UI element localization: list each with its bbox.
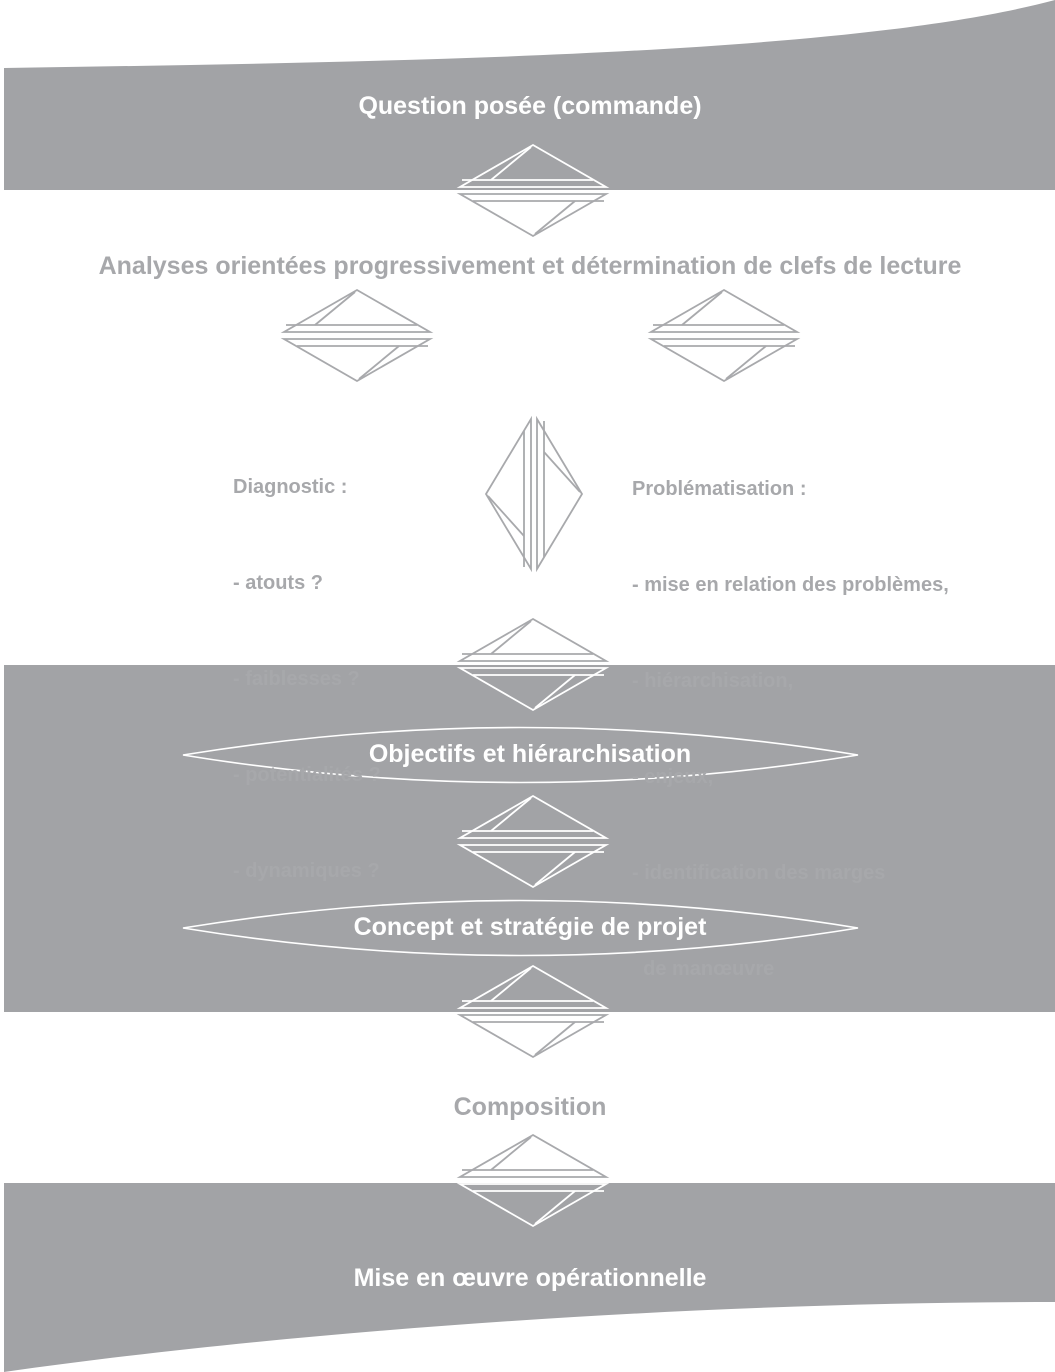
step-question-title: Question posée (commande) [358,92,702,120]
connector-arrow-icon [456,1133,610,1228]
connector-arrow-icon [456,794,610,889]
diagnostic-title: Diagnostic : [233,476,348,498]
step-composition-title: Composition [453,1093,607,1121]
band-question [4,0,1055,190]
connector-arrow-icon [456,143,610,238]
band-implementation [4,1183,1055,1372]
diagnostic-block: Diagnostic : - atouts ? - faiblesses ? -… [233,407,381,951]
step-implementation-title: Mise en œuvre opérationnelle [353,1264,707,1292]
problematisation-block: Problématisation : - mise en relation de… [632,409,949,1049]
step-objectives-title: Objectifs et hiérarchisation [368,740,692,768]
connector-arrow-icon [456,964,610,1059]
vertical-connector-icon [484,415,584,573]
problematisation-item: - hiérarchisation, [632,670,794,692]
problematisation-item: de manœuvre [632,958,775,980]
diagnostic-item: - potentialités ? [233,764,381,786]
problematisation-item: - enjeux, [632,766,714,788]
diagnostic-item: - atouts ? [233,572,323,594]
problematisation-item: - identification des marges [632,862,886,884]
lens-objectives [182,726,859,784]
step-analyses-title: Analyses orientées progressivement et dé… [98,252,962,280]
connector-arrow-icon [456,617,610,712]
problematisation-item: - mise en relation des problèmes, [632,574,949,596]
diagnostic-item: - dynamiques ? [233,860,380,882]
connector-arrow-icon [647,288,801,383]
lens-concept [182,899,859,957]
step-concept-title: Concept et stratégie de projet [353,913,707,941]
connector-arrow-icon [280,288,434,383]
diagnostic-item: - faiblesses ? [233,668,360,690]
problematisation-title: Problématisation : [632,478,807,500]
